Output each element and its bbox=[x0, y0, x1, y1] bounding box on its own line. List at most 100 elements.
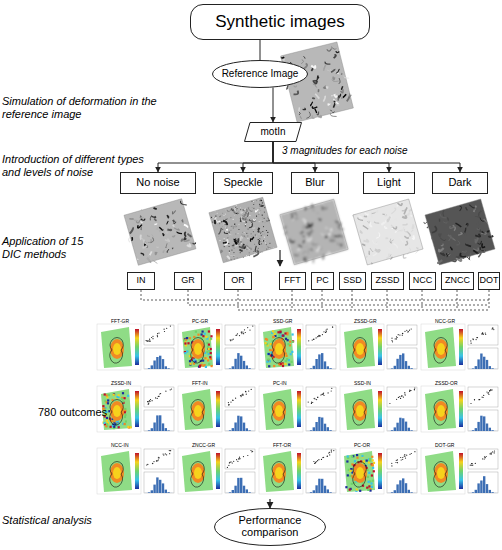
terrain-stroke bbox=[390, 241, 392, 243]
noise-patch bbox=[205, 366, 207, 368]
noise-patch bbox=[204, 333, 206, 335]
histogram-bar bbox=[243, 423, 245, 431]
histogram-bar bbox=[394, 490, 396, 493]
histogram-bar bbox=[232, 366, 234, 369]
outcome-panel bbox=[421, 324, 498, 370]
displacement-map bbox=[344, 389, 375, 430]
terrain-base bbox=[280, 199, 348, 264]
scatter-point bbox=[315, 398, 316, 399]
scatter-point bbox=[169, 450, 170, 451]
histogram-bar bbox=[170, 492, 172, 493]
noise-patch bbox=[122, 392, 124, 394]
speckle-dot bbox=[222, 226, 223, 227]
scatter-point bbox=[170, 389, 171, 390]
histogram-bar bbox=[405, 483, 407, 493]
colorbar bbox=[459, 391, 463, 427]
colorbar bbox=[135, 391, 139, 427]
node-text: PC bbox=[316, 276, 329, 285]
speckle-dot bbox=[233, 252, 234, 253]
scatter-point bbox=[491, 389, 492, 390]
speckle-dot bbox=[253, 251, 254, 252]
scatter-point bbox=[397, 337, 398, 338]
landslide-outline bbox=[110, 400, 124, 426]
speckle-dot bbox=[262, 217, 263, 218]
terrain-stroke bbox=[254, 246, 258, 251]
scatter-point bbox=[242, 394, 243, 395]
noise-patch bbox=[354, 460, 356, 462]
speckle-dot bbox=[260, 241, 261, 242]
terrain-stroke bbox=[407, 231, 411, 237]
noise-patch bbox=[291, 351, 293, 353]
scatter-point bbox=[146, 340, 147, 341]
speckle-dot bbox=[259, 200, 260, 201]
terrain-stroke bbox=[327, 69, 331, 72]
histogram-bar bbox=[243, 486, 245, 493]
method-box: NCC bbox=[409, 272, 436, 290]
scatter-point bbox=[404, 454, 405, 455]
speckle-dot bbox=[226, 227, 227, 228]
noise-patch bbox=[265, 342, 267, 344]
terrain-stroke bbox=[455, 240, 460, 245]
terrain-stroke bbox=[140, 227, 142, 230]
terrain-texture bbox=[209, 197, 278, 265]
speckle-dot bbox=[227, 238, 228, 239]
histogram-bar bbox=[410, 492, 412, 494]
scatter-point bbox=[229, 462, 230, 463]
terrain-thumbnail bbox=[353, 199, 424, 269]
scatter-frame bbox=[225, 325, 255, 345]
speckle-dot bbox=[249, 231, 250, 232]
speckle-dot bbox=[245, 233, 246, 234]
noise-patch bbox=[117, 426, 119, 428]
noise-patch bbox=[270, 343, 272, 345]
histogram-bar bbox=[480, 416, 482, 431]
noise-patch bbox=[103, 422, 105, 424]
terrain-base bbox=[124, 199, 196, 266]
terrain-stroke bbox=[172, 235, 175, 237]
noise-patch bbox=[211, 365, 213, 367]
noise-patch bbox=[265, 338, 267, 340]
scatter-point bbox=[400, 457, 401, 458]
histogram-frame bbox=[387, 348, 417, 369]
scatter-point bbox=[319, 335, 320, 336]
histogram-bar bbox=[396, 484, 398, 493]
speckle-dot bbox=[264, 237, 265, 238]
scatter-point bbox=[230, 340, 231, 341]
speckle-dot bbox=[211, 217, 212, 218]
histogram-bar bbox=[226, 492, 228, 493]
noise-patch bbox=[372, 480, 374, 482]
speckle-dot bbox=[265, 242, 266, 243]
terrain-stroke bbox=[447, 217, 448, 220]
speckle-dot bbox=[253, 208, 254, 209]
scatter-point bbox=[483, 397, 484, 398]
histogram-bar bbox=[170, 368, 172, 369]
scatter-point bbox=[489, 391, 490, 392]
scatter-point bbox=[314, 398, 315, 399]
terrain-stroke bbox=[149, 215, 153, 220]
scatter-point bbox=[230, 339, 231, 340]
noise-patch bbox=[124, 414, 126, 416]
noise-patch bbox=[266, 361, 268, 363]
speckle-dot bbox=[255, 251, 256, 252]
scatter-point bbox=[486, 391, 487, 392]
landslide-outline bbox=[434, 462, 448, 488]
scatter-point bbox=[395, 338, 396, 339]
speckle-dot bbox=[232, 245, 233, 246]
histogram-frame bbox=[144, 410, 174, 431]
terrain-thumbnail bbox=[209, 197, 278, 265]
terrain-stroke bbox=[331, 111, 333, 112]
histogram-bar bbox=[313, 427, 315, 431]
speckle-dot bbox=[251, 223, 252, 224]
scatter-point bbox=[243, 333, 244, 334]
terrain-stroke bbox=[335, 101, 340, 106]
histogram-bar bbox=[248, 430, 250, 432]
noise-patch bbox=[287, 343, 289, 345]
scatter-point bbox=[228, 404, 229, 405]
scatter-point bbox=[414, 451, 415, 452]
scatter-point bbox=[147, 401, 148, 402]
scatter-point bbox=[409, 390, 410, 391]
terrain-stroke bbox=[234, 207, 235, 210]
terrain-stroke bbox=[477, 241, 482, 245]
speckle-dot bbox=[249, 252, 250, 253]
speckle-dot bbox=[236, 241, 237, 242]
colorbar bbox=[216, 453, 220, 489]
